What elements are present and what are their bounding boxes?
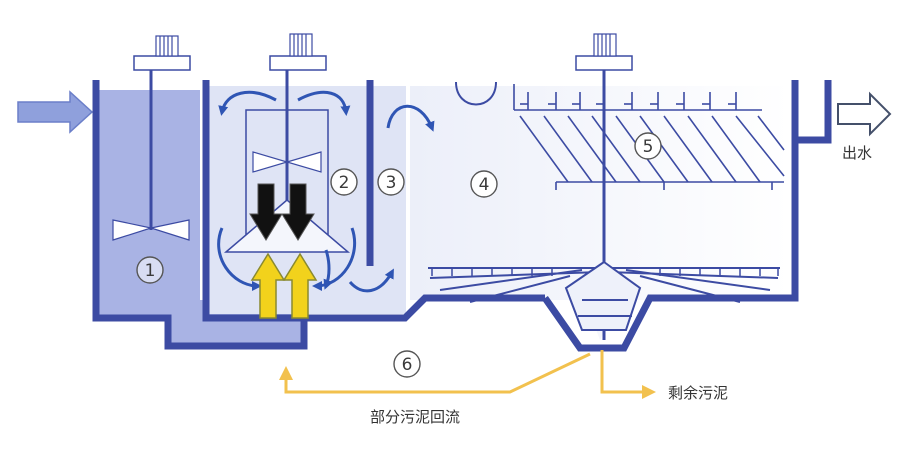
clarifier-water <box>410 86 790 340</box>
marker-3: 3 <box>386 173 397 193</box>
marker-6-circle <box>393 350 421 378</box>
marker-2: 2 <box>339 173 350 193</box>
outlet-label: 出水 <box>842 144 872 162</box>
marker-3-circle <box>377 168 405 196</box>
marker-4: 4 <box>479 175 490 195</box>
mixer-2 <box>223 33 351 253</box>
sludge-lines <box>279 350 656 399</box>
excess-sludge-label: 剩余污泥 <box>668 384 728 402</box>
mixer-1 <box>112 35 191 241</box>
return-sludge-label: 部分污泥回流 <box>370 408 460 426</box>
cone-deflector <box>223 199 351 253</box>
marker-5-circle <box>634 132 662 160</box>
marker-5: 5 <box>643 137 654 157</box>
watermark-text: 搜狐号@君瑶环境 <box>740 12 860 30</box>
stage-markers: 1 2 3 4 5 6 <box>136 132 662 378</box>
clarifier-inlet-well <box>455 81 497 106</box>
outlet-arrow-icon <box>837 91 892 137</box>
down-arrows-icon <box>249 183 315 241</box>
clarifier-scraper <box>428 33 780 340</box>
marker-1: 1 <box>145 261 156 281</box>
circulation-arrows <box>217 90 435 293</box>
up-arrows-icon <box>250 252 318 319</box>
marker-2-circle <box>330 168 358 196</box>
marker-4-circle <box>470 170 498 198</box>
inlet-arrow-icon <box>17 90 94 134</box>
marker-1-circle <box>136 256 164 284</box>
marker-6: 6 <box>402 355 413 375</box>
